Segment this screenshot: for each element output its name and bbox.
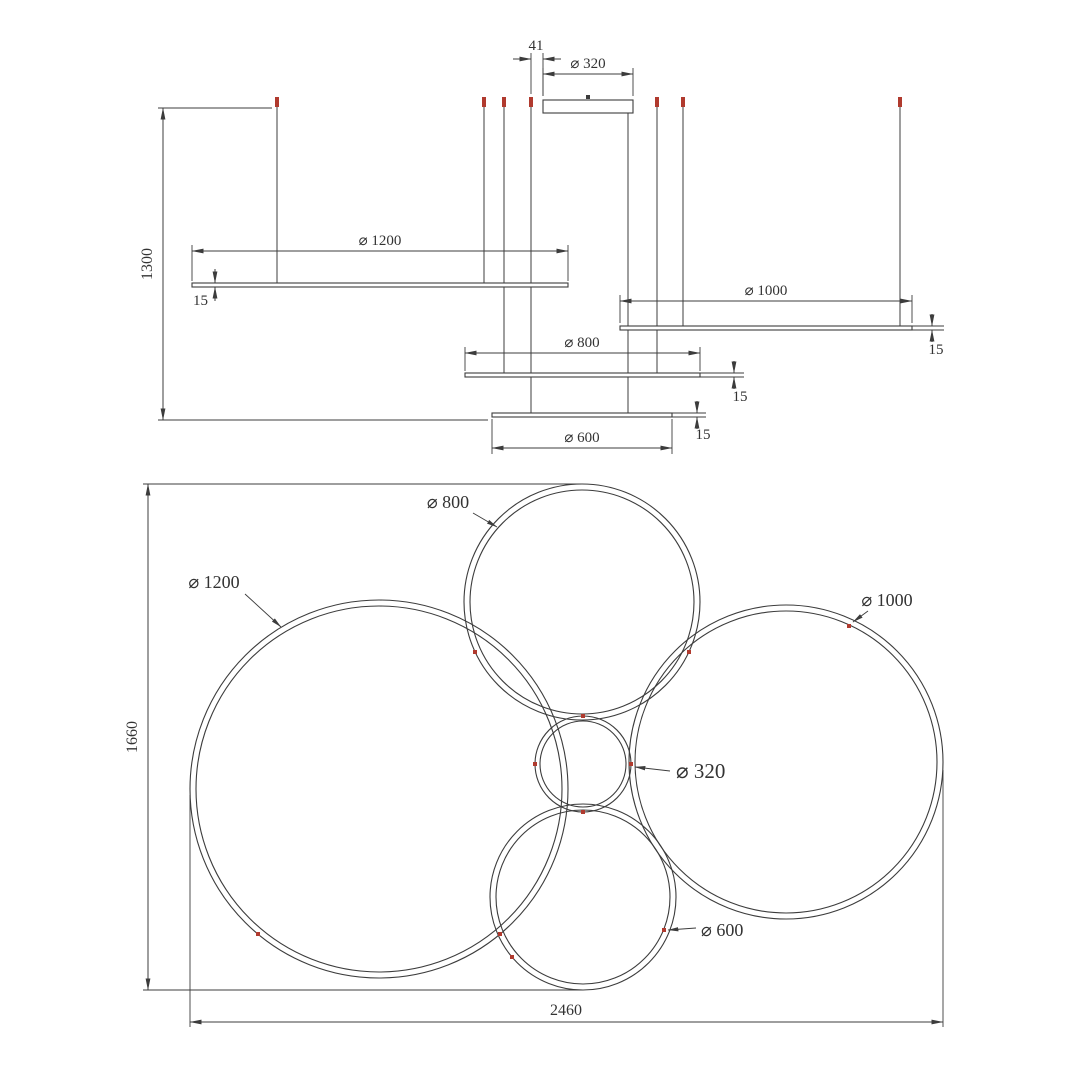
dim-label-1300: 1300 xyxy=(139,248,156,280)
ceiling-cap-red xyxy=(275,97,279,107)
plan-label-600: ⌀ 600 xyxy=(701,920,743,940)
plan-label-800: ⌀ 800 xyxy=(427,492,469,512)
attachment-point-red xyxy=(581,714,585,718)
dim-total-width: 2460 xyxy=(189,770,944,1027)
plan-label-1200: ⌀ 1200 xyxy=(188,572,239,592)
leader-line xyxy=(472,512,498,528)
dim-thickness-1000: 15 xyxy=(912,314,944,358)
dim-label-15: 15 xyxy=(733,389,748,405)
dim-label-800: ⌀ 800 xyxy=(564,335,599,351)
ceiling-cap-red xyxy=(502,97,506,107)
canopy-320-plan-inner xyxy=(539,720,627,808)
dim-label-2460: 2460 xyxy=(550,1002,582,1019)
ring-1000-profile xyxy=(619,325,913,331)
dim-label-15: 15 xyxy=(696,427,711,443)
dim-label-41: 41 xyxy=(529,38,544,54)
attachment-point-red xyxy=(662,928,666,932)
ceiling-cap-red xyxy=(898,97,902,107)
canopy-center-mark xyxy=(586,95,590,99)
attachment-point-red xyxy=(847,624,851,628)
attachment-points xyxy=(256,624,851,959)
attachment-point-red xyxy=(510,955,514,959)
dim-drop-height: 1300 xyxy=(139,107,488,421)
dim-thickness-600: 15 xyxy=(672,401,711,443)
elevation-view: 1300 ⌀ 320 41 ⌀ 1200 xyxy=(139,38,944,454)
dim-ring-1000: ⌀ 1000 xyxy=(619,283,913,323)
attachment-point-red xyxy=(581,810,585,814)
ring-1000-plan-inner xyxy=(634,610,938,914)
ceiling-cap-red xyxy=(529,97,533,107)
plan-label-1000: ⌀ 1000 xyxy=(861,590,912,610)
dim-ring-800: ⌀ 800 xyxy=(464,335,701,371)
ring-profiles-side xyxy=(191,282,913,418)
plan-labels: ⌀ 800 ⌀ 1200 ⌀ 1000 ⌀ 320 ⌀ 600 xyxy=(188,492,912,940)
plan-rings xyxy=(189,483,944,991)
ring-600-profile xyxy=(491,412,673,418)
dim-total-height: 1660 xyxy=(124,483,583,991)
ring-600-plan-outer xyxy=(489,803,677,991)
attachment-point-red xyxy=(473,650,477,654)
attachment-point-red xyxy=(629,762,633,766)
ring-800-plan-outer xyxy=(463,483,701,721)
plan-view: ⌀ 800 ⌀ 1200 ⌀ 1000 ⌀ 320 ⌀ 600 1660 246… xyxy=(124,483,944,1027)
ceiling-cap-red xyxy=(482,97,486,107)
dim-label-1000: ⌀ 1000 xyxy=(745,283,788,299)
dim-thickness-1200: 15 xyxy=(193,269,218,309)
suspension-wires xyxy=(276,100,901,413)
attachment-point-red xyxy=(256,932,260,936)
plan-label-320: ⌀ 320 xyxy=(676,759,725,783)
attachment-point-red xyxy=(533,762,537,766)
ceiling-cap-red xyxy=(681,97,685,107)
dim-canopy-320: ⌀ 320 xyxy=(542,56,634,96)
ring-800-plan-inner xyxy=(469,489,695,715)
dim-ring-600: ⌀ 600 xyxy=(491,419,673,454)
ring-1200-plan-outer xyxy=(189,599,569,979)
dim-label-15: 15 xyxy=(929,342,944,358)
dim-thickness-800: 15 xyxy=(700,361,748,405)
ceiling-attachment-caps xyxy=(275,97,902,107)
leader-line xyxy=(667,927,697,932)
dim-label-canopy-320: ⌀ 320 xyxy=(570,56,605,72)
ring-1200-profile xyxy=(191,282,569,288)
dim-ring-1200: ⌀ 1200 xyxy=(191,233,569,281)
dim-label-600: ⌀ 600 xyxy=(564,430,599,446)
ring-1200-plan-inner xyxy=(195,605,563,973)
dim-offset-41: 41 xyxy=(513,38,561,96)
attachment-point-red xyxy=(498,932,502,936)
canopy-320-plan-outer xyxy=(534,715,632,813)
ring-600-plan-inner xyxy=(495,809,671,985)
leader-line xyxy=(852,610,869,623)
dim-label-15: 15 xyxy=(193,293,208,309)
dim-label-1660: 1660 xyxy=(124,721,141,753)
attachment-point-red xyxy=(687,650,691,654)
dim-label-1200: ⌀ 1200 xyxy=(359,233,402,249)
ceiling-canopy xyxy=(542,99,634,114)
leader-line xyxy=(244,593,282,628)
ceiling-cap-red xyxy=(655,97,659,107)
leader-line xyxy=(634,766,671,772)
ring-800-profile xyxy=(464,372,701,378)
